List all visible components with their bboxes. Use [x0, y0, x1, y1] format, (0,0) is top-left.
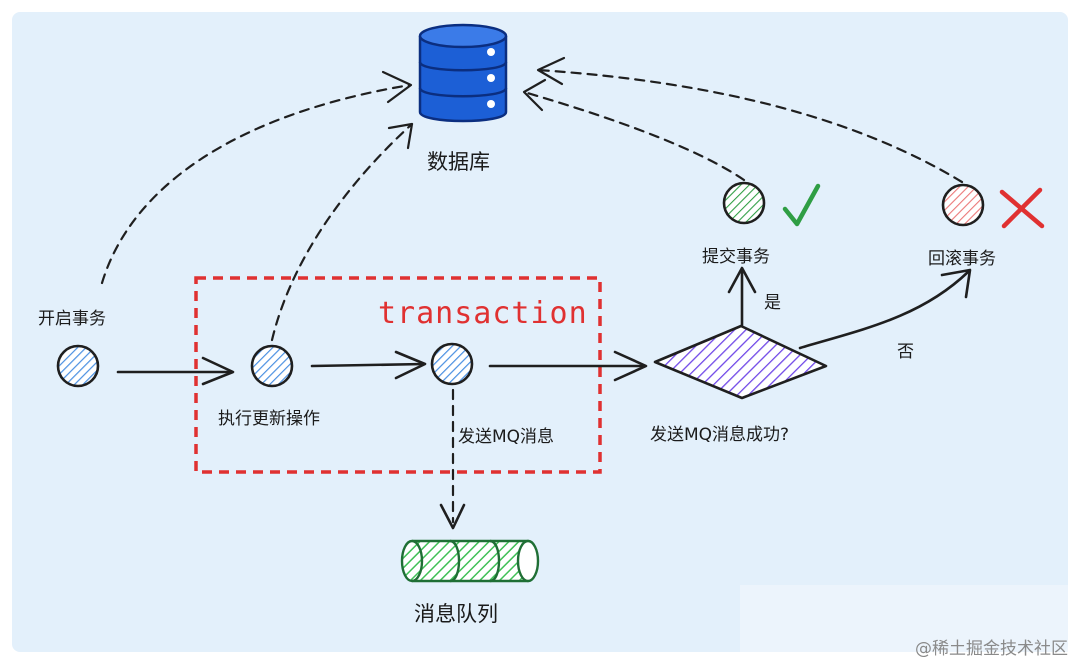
arrow-head-send-to-decision: [613, 350, 648, 382]
yes-label: 是: [764, 293, 781, 313]
transaction-boundary: [194, 276, 602, 474]
decision-diamond: [653, 324, 828, 400]
rollback-node: [941, 183, 985, 227]
arrow-head-decision-to-commit: [727, 266, 757, 294]
arrow-head-decision-to-rollback: [940, 268, 972, 299]
message-queue-label: 消息队列: [414, 602, 498, 626]
rollback-label: 回滚事务: [928, 249, 996, 269]
transaction-label: transaction: [378, 296, 588, 331]
database-label: 数据库: [427, 150, 490, 174]
arrow-head-start-to-update: [201, 356, 235, 386]
decision-label: 发送MQ消息成功?: [650, 425, 790, 445]
arrow-commit-to-database: [522, 90, 746, 182]
send-mq-node: [430, 342, 474, 386]
watermark: @稀土掘金技术社区: [915, 639, 1068, 659]
arrow-update-to-database: [270, 122, 414, 342]
execute-update-node: [250, 344, 294, 388]
checkmark-icon: [782, 183, 821, 227]
arrow-start-to-database: [100, 83, 412, 285]
no-label: 否: [897, 342, 914, 362]
database-cylinder-icon: [418, 23, 508, 123]
arrow-update-to-send: [310, 362, 426, 368]
arrow-decision-to-rollback: [798, 270, 970, 350]
arrow-head-rollback-to-database: [536, 56, 566, 86]
execute-update-label: 执行更新操作: [218, 409, 320, 429]
arrow-head-update-to-send: [394, 350, 427, 380]
commit-node: [722, 181, 766, 225]
message-queue-cylinder-icon: [400, 539, 540, 583]
arrow-head-send-to-queue: [439, 503, 466, 530]
send-mq-label: 发送MQ消息: [458, 427, 555, 447]
start-transaction-node: [56, 344, 100, 388]
commit-label: 提交事务: [702, 247, 770, 267]
cross-icon: [999, 187, 1045, 229]
arrow-head-commit-to-database: [522, 78, 547, 112]
watermark-band: [740, 585, 1068, 652]
start-transaction-label: 开启事务: [38, 309, 106, 329]
arrow-rollback-to-database: [536, 68, 964, 184]
arrow-head-update-to-database: [387, 122, 414, 150]
arrow-head-start-to-database: [381, 70, 413, 104]
diagram-background: [12, 12, 1068, 652]
